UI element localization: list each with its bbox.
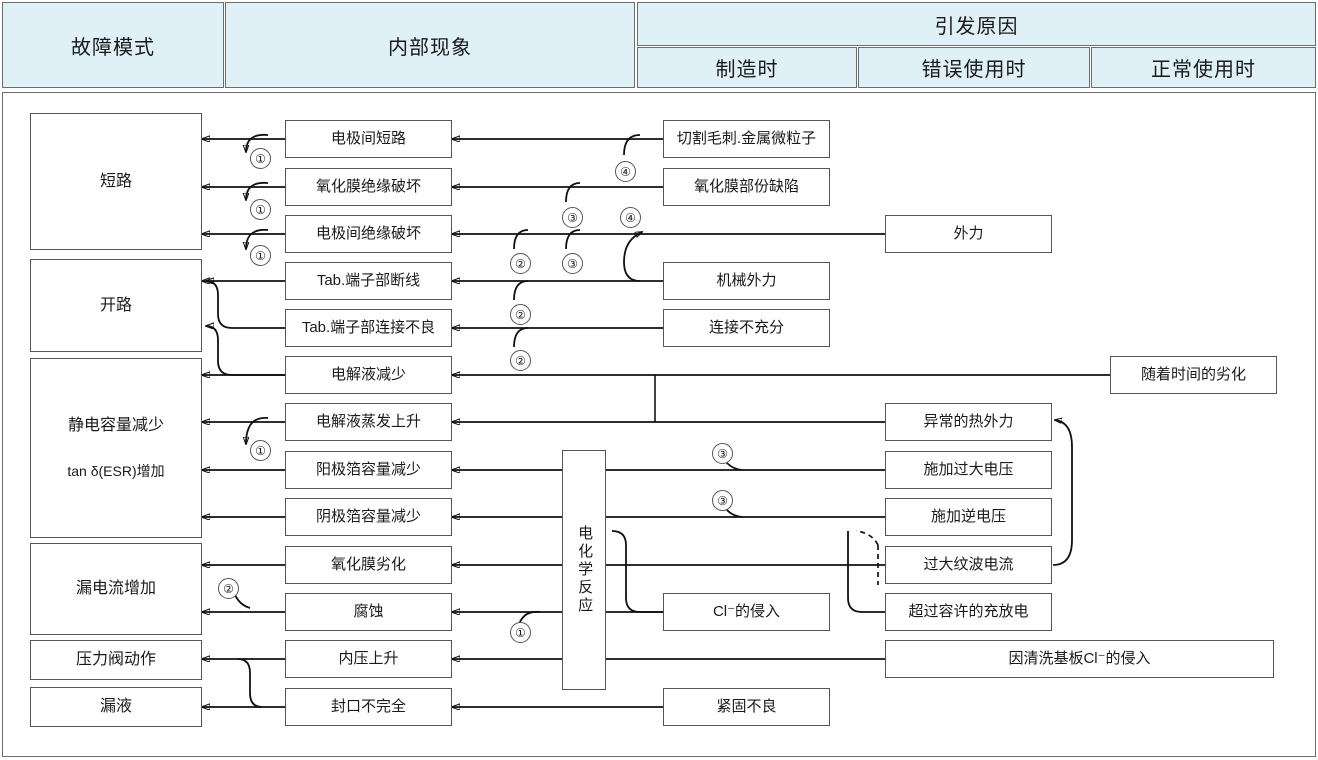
failure-mode-label: 漏液 <box>99 698 132 716</box>
cause-chloride-intrusion-from-board-cleaning[interactable]: 因清洗基板Cl⁻的侵入 <box>885 640 1274 678</box>
reference-marker-m1: ① <box>250 148 271 169</box>
phenomenon-label: 电极间短路 <box>330 129 406 147</box>
phenomenon-oxide-film-insulation-breakdown[interactable]: 氧化膜绝缘破坏 <box>285 168 452 206</box>
reference-marker-m5: ① <box>510 622 531 643</box>
reference-marker-m6: ② <box>510 253 531 274</box>
phenomenon-label: 封口不完全 <box>330 697 406 715</box>
reference-marker-m11: ③ <box>562 253 583 274</box>
phenomenon-anode-foil-capacitance-decrease[interactable]: 阳极箔容量减少 <box>285 451 452 489</box>
header-internal-phenomenon: 内部现象 <box>225 2 635 88</box>
failure-mode-label: 压力阀动作 <box>75 651 156 669</box>
cause-excessive-ripple-current[interactable]: 过大纹波电流 <box>885 546 1052 584</box>
reference-marker-m13: ③ <box>712 490 733 511</box>
cause-label: 异常的热外力 <box>923 412 1014 430</box>
phenomenon-tab-terminal-disconnection[interactable]: Tab.端子部断线 <box>285 262 452 300</box>
phenomenon-label: Tab.端子部连接不良 <box>301 318 436 336</box>
failure-mode-label-secondary: tan δ(ESR)增加 <box>67 463 165 480</box>
cause-label: 施加过大电压 <box>923 460 1014 478</box>
phenomenon-label: 电解液减少 <box>330 365 406 383</box>
failure-mode-label: 静电容量减少 <box>67 416 164 434</box>
cause-label: 氧化膜部份缺陷 <box>693 177 799 195</box>
cause-label: Cl⁻的侵入 <box>712 602 781 620</box>
phenomenon-inter-electrode-insulation-breakdown[interactable]: 电极间绝缘破坏 <box>285 215 452 253</box>
reaction-label: 电化学反应 <box>576 525 594 615</box>
cause-mechanical-external-force[interactable]: 机械外力 <box>663 262 830 300</box>
header-failure-mode: 故障模式 <box>2 2 224 88</box>
cause-label: 连接不充分 <box>708 318 784 336</box>
phenomenon-label: 腐蚀 <box>353 602 384 620</box>
phenomenon-label: Tab.端子部断线 <box>316 271 421 289</box>
reference-marker-m12: ③ <box>712 443 733 464</box>
cause-label: 切割毛刺.金属微粒子 <box>676 129 817 147</box>
failure-mode-open-circuit[interactable]: 开路 <box>30 259 202 352</box>
phenomenon-label: 氧化膜绝缘破坏 <box>315 177 421 195</box>
cause-reverse-voltage-applied[interactable]: 施加逆电压 <box>885 498 1052 536</box>
reference-marker-m8: ② <box>510 350 531 371</box>
cause-label: 超过容许的充放电 <box>908 602 1029 620</box>
cause-excessive-voltage-applied[interactable]: 施加过大电压 <box>885 451 1052 489</box>
failure-mode-label: 开路 <box>99 296 132 314</box>
phenomenon-label: 电极间绝缘破坏 <box>315 224 421 242</box>
failure-mode-pressure-valve-operation[interactable]: 压力阀动作 <box>30 640 202 680</box>
cause-charge-discharge-beyond-limit[interactable]: 超过容许的充放电 <box>885 593 1052 631</box>
cause-degradation-over-time[interactable]: 随着时间的劣化 <box>1110 356 1277 394</box>
failure-mode-capacitance-decrease[interactable]: 静电容量减少 tan δ(ESR)增加 <box>30 358 202 538</box>
phenomenon-inter-electrode-short[interactable]: 电极间短路 <box>285 120 452 158</box>
reference-marker-m10: ③ <box>562 207 583 228</box>
cause-label: 过大纹波电流 <box>923 555 1014 573</box>
node-electrochemical-reaction[interactable]: 电化学反应 <box>562 450 606 690</box>
cause-label: 随着时间的劣化 <box>1140 365 1246 383</box>
reference-marker-m2: ① <box>250 199 271 220</box>
phenomenon-electrolyte-decrease[interactable]: 电解液减少 <box>285 356 452 394</box>
phenomenon-label: 阳极箔容量减少 <box>315 460 421 478</box>
phenomenon-oxide-film-degradation[interactable]: 氧化膜劣化 <box>285 546 452 584</box>
phenomenon-cathode-foil-capacitance-decrease[interactable]: 阴极箔容量减少 <box>285 498 452 536</box>
reference-marker-m9: ② <box>218 578 239 599</box>
header-sub-manufacturing: 制造时 <box>637 47 857 88</box>
cause-cutting-burr-metal-particles[interactable]: 切割毛刺.金属微粒子 <box>663 120 830 158</box>
failure-mode-liquid-leakage[interactable]: 漏液 <box>30 687 202 727</box>
failure-mode-label: 短路 <box>99 172 132 190</box>
phenomenon-corrosion[interactable]: 腐蚀 <box>285 593 452 631</box>
reference-marker-m7: ② <box>510 304 531 325</box>
cause-insufficient-connection[interactable]: 连接不充分 <box>663 309 830 347</box>
reference-marker-m15: ④ <box>620 207 641 228</box>
failure-mode-leakage-current-increase[interactable]: 漏电流增加 <box>30 543 202 635</box>
cause-label: 施加逆电压 <box>930 507 1006 525</box>
cause-label: 紧固不良 <box>716 697 777 715</box>
phenomenon-label: 氧化膜劣化 <box>330 555 406 573</box>
reference-marker-m3: ① <box>250 245 271 266</box>
header-cause: 引发原因 <box>637 2 1316 46</box>
cause-poor-fastening[interactable]: 紧固不良 <box>663 688 830 726</box>
failure-mode-label: 漏电流增加 <box>75 580 156 598</box>
cause-external-force[interactable]: 外力 <box>885 215 1052 253</box>
phenomenon-incomplete-sealing[interactable]: 封口不完全 <box>285 688 452 726</box>
reference-marker-m4: ① <box>250 440 271 461</box>
phenomenon-tab-terminal-poor-connection[interactable]: Tab.端子部连接不良 <box>285 309 452 347</box>
cause-label: 外力 <box>953 224 984 242</box>
header-sub-misuse: 错误使用时 <box>858 47 1090 88</box>
phenomenon-electrolyte-evaporation[interactable]: 电解液蒸发上升 <box>285 403 452 441</box>
phenomenon-label: 阴极箔容量减少 <box>315 507 421 525</box>
failure-mode-short-circuit[interactable]: 短路 <box>30 113 202 250</box>
cause-oxide-film-partial-defect[interactable]: 氧化膜部份缺陷 <box>663 168 830 206</box>
phenomenon-label: 电解液蒸发上升 <box>315 412 421 430</box>
cause-abnormal-thermal-external-force[interactable]: 异常的热外力 <box>885 403 1052 441</box>
cause-label: 机械外力 <box>716 271 777 289</box>
phenomenon-internal-pressure-rise[interactable]: 内压上升 <box>285 640 452 678</box>
cause-label: 因清洗基板Cl⁻的侵入 <box>1008 649 1151 667</box>
header-sub-normal-use: 正常使用时 <box>1091 47 1316 88</box>
reference-marker-m14: ④ <box>615 161 636 182</box>
cause-chloride-ion-intrusion[interactable]: Cl⁻的侵入 <box>663 593 830 631</box>
phenomenon-label: 内压上升 <box>338 649 399 667</box>
